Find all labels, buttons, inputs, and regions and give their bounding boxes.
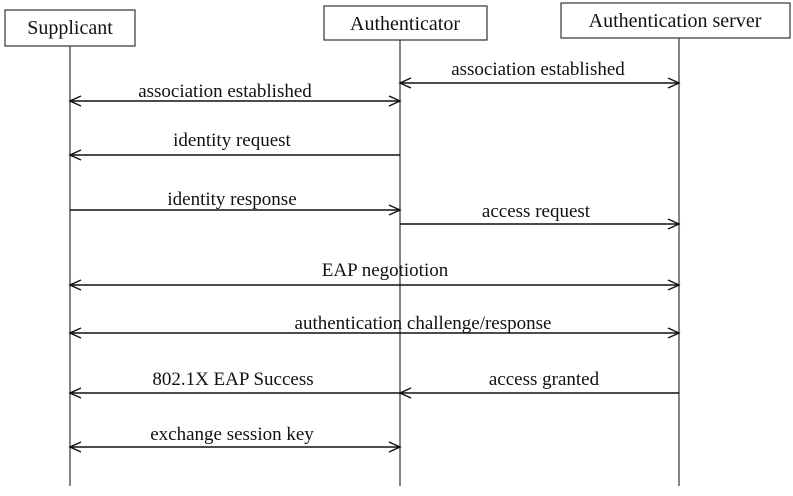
- arrow-head-right: [388, 204, 402, 216]
- actor-server: Authentication server: [560, 2, 791, 39]
- message-association-established-supp-auth: association established: [68, 81, 402, 107]
- actor-label-server: Authentication server: [589, 10, 762, 32]
- arrow-head-left: [68, 279, 82, 291]
- actor-box-supplicant: [4, 9, 136, 47]
- actor-authenticator: Authenticator: [323, 5, 488, 41]
- actor-label-supplicant: Supplicant: [27, 17, 113, 39]
- arrow-head-left: [398, 387, 412, 399]
- message-access-granted: access granted: [398, 369, 679, 399]
- arrow-head-left: [68, 327, 82, 339]
- arrow-head-right: [667, 218, 681, 230]
- message-label: identity response: [167, 189, 296, 210]
- message-label: access request: [482, 201, 591, 222]
- arrow-head-right: [667, 327, 681, 339]
- message-association-established-auth-server: association established: [398, 59, 681, 89]
- message-authentication-challenge-response: authentication challenge/response: [68, 313, 681, 339]
- arrow-head-left: [68, 441, 82, 453]
- arrow-head-left: [68, 387, 82, 399]
- message-label: exchange session key: [150, 424, 314, 445]
- arrow-head-right: [388, 441, 402, 453]
- message-label: 802.1X EAP Success: [152, 369, 313, 390]
- arrow-head-left: [68, 95, 82, 107]
- actor-box-authenticator: [323, 5, 488, 41]
- arrow-head-right: [667, 279, 681, 291]
- arrow-head-right: [667, 77, 681, 89]
- message-access-request: access request: [400, 201, 681, 230]
- message-identity-response: identity response: [70, 189, 402, 216]
- message-label: authentication challenge/response: [295, 313, 552, 334]
- message-exchange-session-key: exchange session key: [68, 424, 402, 453]
- arrow-head-left: [398, 77, 412, 89]
- message-label: association established: [451, 59, 625, 80]
- arrow-head-right: [388, 95, 402, 107]
- message-label: EAP negotiotion: [322, 260, 449, 281]
- message-eap-success: 802.1X EAP Success: [68, 369, 400, 399]
- message-label: association established: [138, 81, 312, 102]
- message-label: identity request: [173, 130, 291, 151]
- message-identity-request: identity request: [68, 130, 400, 161]
- actor-label-authenticator: Authenticator: [350, 13, 460, 35]
- actor-supplicant: Supplicant: [4, 9, 136, 47]
- message-label: access granted: [489, 369, 600, 390]
- arrow-head-left: [68, 149, 82, 161]
- message-eap-negotiation: EAP negotiotion: [68, 260, 681, 291]
- actor-box-server: [560, 2, 791, 39]
